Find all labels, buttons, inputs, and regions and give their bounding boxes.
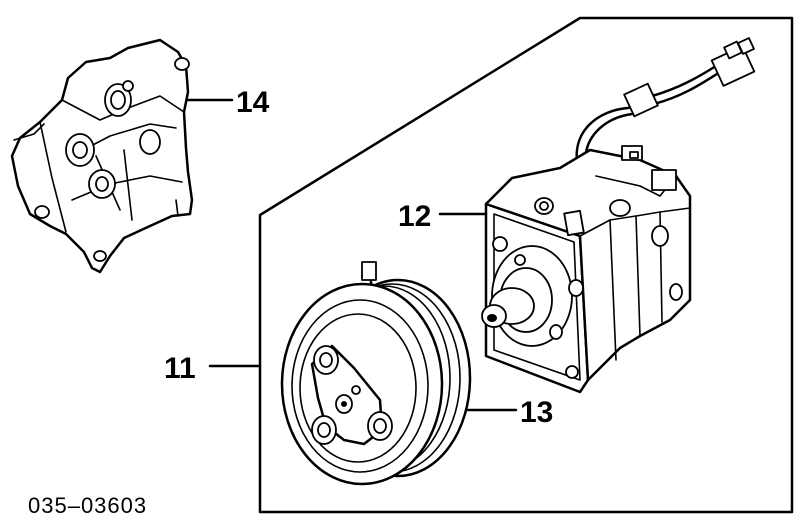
callout-11: 11 <box>164 352 196 385</box>
clutch-pulley <box>280 261 472 486</box>
compressor <box>481 37 756 394</box>
diagram-code: 035–03603 <box>28 493 147 518</box>
callout-14: 14 <box>236 86 270 119</box>
callout-13: 13 <box>520 396 553 429</box>
callout-12: 12 <box>398 200 431 233</box>
mounting-bracket <box>10 38 194 274</box>
assembly-frame <box>258 16 794 514</box>
